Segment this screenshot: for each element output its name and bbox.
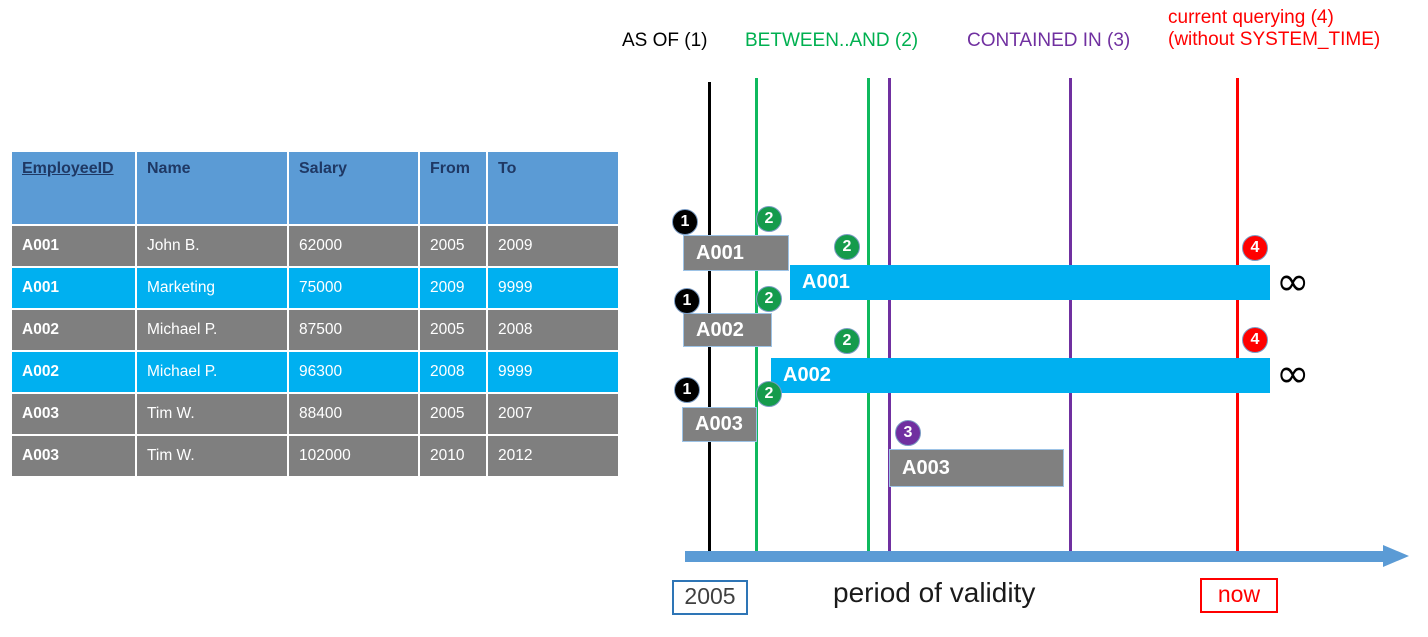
bar-a003-historic-1: A003 xyxy=(682,407,757,442)
cell-salary: 87500 xyxy=(289,310,418,350)
badge-2-a002-end: 2 xyxy=(834,328,860,354)
cell-from: 2010 xyxy=(420,436,486,476)
column-header-employeeid-label: EmployeeID xyxy=(22,160,114,177)
table-header-row: EmployeeID Name Salary From To xyxy=(12,152,618,224)
column-header-employeeid: EmployeeID xyxy=(12,152,135,224)
bar-a002-current: A002 xyxy=(771,358,1270,393)
cell-employeeid: A003 xyxy=(12,436,135,476)
cell-salary: 75000 xyxy=(289,268,418,308)
badge-2-a001-end: 2 xyxy=(834,234,860,260)
cell-from: 2008 xyxy=(420,352,486,392)
cell-employeeid: A001 xyxy=(12,226,135,266)
legend-current-querying-line1: current querying (4) xyxy=(1168,7,1334,28)
bar-a002-historic: A002 xyxy=(683,313,772,347)
table-row: A002 Michael P. 96300 2008 9999 xyxy=(12,352,618,392)
cell-from: 2009 xyxy=(420,268,486,308)
badge-4-a002: 4 xyxy=(1242,327,1268,353)
legend-contained-in: CONTAINED IN (3) xyxy=(967,30,1131,51)
cell-employeeid: A003 xyxy=(12,394,135,434)
cell-to: 2009 xyxy=(488,226,618,266)
infinity-icon-a002: ∞ xyxy=(1276,351,1310,397)
axis-title: period of validity xyxy=(833,577,1036,608)
bar-a003-historic-2: A003 xyxy=(889,449,1064,487)
vline-now xyxy=(1236,78,1239,558)
bar-a001-historic: A001 xyxy=(683,235,789,271)
cell-name: Marketing xyxy=(137,268,287,308)
cell-employeeid: A002 xyxy=(12,310,135,350)
badge-4-a001: 4 xyxy=(1242,235,1268,261)
legend-as-of: AS OF (1) xyxy=(622,30,708,51)
badge-3-a003: 3 xyxy=(895,420,921,446)
cell-from: 2005 xyxy=(420,226,486,266)
cell-salary: 62000 xyxy=(289,226,418,266)
timeline-axis xyxy=(685,551,1385,562)
cell-name: Michael P. xyxy=(137,310,287,350)
legend-between-and: BETWEEN..AND (2) xyxy=(745,30,919,51)
cell-name: Michael P. xyxy=(137,352,287,392)
column-header-to: To xyxy=(488,152,618,224)
column-header-from: From xyxy=(420,152,486,224)
cell-to: 9999 xyxy=(488,352,618,392)
table-row: A001 Marketing 75000 2009 9999 xyxy=(12,268,618,308)
badge-2-a003: 2 xyxy=(756,381,782,407)
cell-name: Tim W. xyxy=(137,436,287,476)
cell-to: 2008 xyxy=(488,310,618,350)
cell-to: 9999 xyxy=(488,268,618,308)
cell-name: John B. xyxy=(137,226,287,266)
table-row: A003 Tim W. 102000 2010 2012 xyxy=(12,436,618,476)
badge-2-a001-start: 2 xyxy=(756,206,782,232)
badge-2-a002-start: 2 xyxy=(756,286,782,312)
timeline-arrow-icon xyxy=(1383,545,1409,567)
table-row: A001 John B. 62000 2005 2009 xyxy=(12,226,618,266)
axis-start-label: 2005 xyxy=(672,580,748,615)
vline-contained-end xyxy=(1069,78,1072,558)
cell-from: 2005 xyxy=(420,394,486,434)
badge-1-a003: 1 xyxy=(674,377,700,403)
cell-salary: 102000 xyxy=(289,436,418,476)
cell-to: 2007 xyxy=(488,394,618,434)
cell-name: Tim W. xyxy=(137,394,287,434)
infinity-icon-a001: ∞ xyxy=(1276,259,1310,305)
bar-a001-current: A001 xyxy=(790,265,1270,300)
cell-salary: 96300 xyxy=(289,352,418,392)
table-row: A002 Michael P. 87500 2005 2008 xyxy=(12,310,618,350)
vline-between-end xyxy=(867,78,870,558)
column-header-salary: Salary xyxy=(289,152,418,224)
cell-employeeid: A001 xyxy=(12,268,135,308)
cell-employeeid: A002 xyxy=(12,352,135,392)
badge-1-a002: 1 xyxy=(674,288,700,314)
legend-current-querying-line2: (without SYSTEM_TIME) xyxy=(1168,29,1381,51)
axis-end-label: now xyxy=(1200,578,1278,613)
badge-1-a001: 1 xyxy=(672,209,698,235)
employee-history-table: EmployeeID Name Salary From To A001 John… xyxy=(10,150,620,478)
cell-salary: 88400 xyxy=(289,394,418,434)
table-row: A003 Tim W. 88400 2005 2007 xyxy=(12,394,618,434)
legend-current-querying: current querying (4) (without SYSTEM_TIM… xyxy=(1168,7,1380,52)
column-header-name: Name xyxy=(137,152,287,224)
vline-contained-start xyxy=(888,78,891,558)
cell-to: 2012 xyxy=(488,436,618,476)
cell-from: 2005 xyxy=(420,310,486,350)
